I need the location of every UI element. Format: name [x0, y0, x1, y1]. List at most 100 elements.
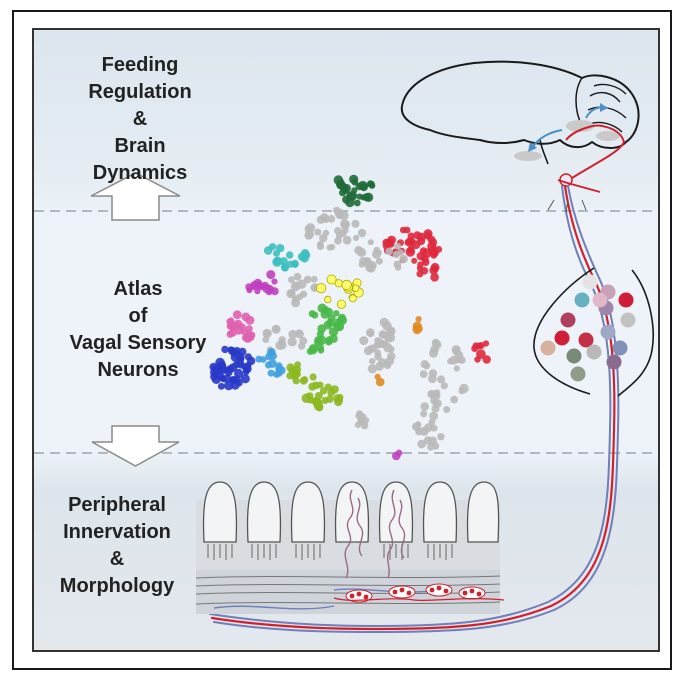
- label-line: Innervation: [63, 521, 171, 543]
- neuron-point-yellow: [348, 294, 357, 303]
- neuron-point-olive: [294, 361, 301, 369]
- neuron-point-dark-green: [353, 199, 361, 207]
- neuron-point-red: [476, 349, 486, 359]
- vagal-neuron-atlas-scatter: [209, 174, 491, 461]
- neuron-point-grey: [305, 223, 316, 233]
- neuron-point-grey: [450, 395, 459, 404]
- neuron-point-grey: [322, 229, 330, 237]
- neuron-point-red: [403, 226, 411, 234]
- ganglion-cell: [600, 324, 616, 340]
- neuron-point-magenta: [395, 449, 403, 457]
- neuron-point-grey: [287, 289, 295, 297]
- neuron-point-grey: [393, 260, 402, 269]
- ganglion-cell: [586, 344, 602, 360]
- neuron-point-pink: [226, 318, 234, 325]
- neuron-point-grey: [320, 213, 329, 222]
- neuron-point-grey: [452, 347, 461, 356]
- label-line: Vagal Sensory: [69, 332, 207, 354]
- neuron-point-green: [333, 310, 340, 317]
- neuron-point-pink: [234, 325, 244, 335]
- neuron-point-grey: [297, 279, 307, 289]
- neuron-point-grey: [375, 257, 383, 265]
- neuron-point-cyan: [291, 261, 299, 268]
- ganglion-cell: [540, 340, 556, 356]
- neuron-point-blue: [217, 382, 225, 390]
- brain-illustration: [400, 60, 640, 187]
- ganglion-cell: [554, 330, 570, 346]
- neuron-point-grey: [443, 406, 451, 413]
- down-arrow-icon: [91, 425, 180, 467]
- neuron-point-grey: [434, 389, 441, 396]
- neuron-point-grey: [440, 382, 448, 390]
- neuron-point-green: [325, 336, 334, 344]
- neuron-point-red: [428, 238, 438, 247]
- neuron-point-dark-green: [360, 194, 367, 201]
- neuron-point-green: [320, 310, 329, 319]
- neuron-point-grey: [432, 340, 442, 350]
- neuron-point-olive: [326, 395, 334, 403]
- neuron-point-olive: [294, 370, 301, 378]
- neuron-point-blue: [225, 369, 233, 377]
- neuron-point-red: [420, 267, 429, 275]
- neuron-point-grey: [372, 249, 381, 259]
- neuron-point-grey: [374, 337, 381, 344]
- neuron-point-light-blue: [269, 352, 277, 360]
- neuron-point-grey: [428, 374, 437, 384]
- neuron-point-red: [407, 245, 415, 254]
- up-arrow-icon: [90, 172, 181, 221]
- neuron-point-grey: [378, 330, 388, 339]
- label-line: Peripheral: [68, 494, 166, 516]
- brainstem-region: [566, 120, 594, 132]
- neuron-point-grey: [379, 317, 389, 328]
- neuron-point-pink: [228, 323, 237, 331]
- label-line: Feeding: [101, 54, 179, 76]
- neuron-point-grey: [431, 442, 440, 450]
- neuron-point-pink: [226, 330, 234, 338]
- neuron-point-grey: [455, 357, 462, 364]
- neuron-point-grey: [412, 422, 421, 432]
- label-line: Morphology: [59, 575, 175, 597]
- hypothalamus-region: [514, 151, 542, 161]
- neuron-point-grey: [316, 242, 325, 251]
- neuron-point-grey: [293, 272, 302, 281]
- neuron-point-grey: [342, 235, 352, 245]
- neuron-point-yellow: [336, 299, 347, 309]
- neuron-point-grey: [288, 276, 295, 284]
- neuron-point-grey: [420, 410, 428, 418]
- neuron-point-green: [308, 310, 316, 318]
- neuron-point-grey: [417, 439, 427, 449]
- intestinal-villi: [202, 481, 500, 543]
- neuron-point-dark-green: [355, 182, 363, 191]
- neuron-point-grey: [327, 215, 336, 223]
- neuron-point-grey: [271, 324, 281, 334]
- neuron-point-magenta: [270, 287, 279, 296]
- ganglion-cell: [582, 274, 598, 290]
- neuron-point-grey: [359, 336, 369, 346]
- neuron-point-grey: [419, 370, 428, 378]
- neuron-point-dark-green: [342, 183, 351, 193]
- neuron-point-cyan: [272, 257, 282, 267]
- neuron-point-grey: [387, 352, 396, 361]
- graphical-abstract-panel: Feeding Regulation & Brain Dynamics Atla…: [32, 28, 660, 652]
- neuron-point-grey: [341, 220, 350, 229]
- neuron-point-grey: [388, 346, 395, 353]
- ganglion-cell: [578, 332, 594, 348]
- neuron-point-light-blue: [268, 359, 277, 368]
- myenteric-ganglia: [333, 583, 505, 603]
- neuron-point-grey: [336, 232, 343, 240]
- neuron-point-grey: [437, 433, 445, 441]
- neuron-point-grey: [431, 404, 440, 413]
- section-label-atlas: Atlas of Vagal Sensory Neurons: [34, 276, 242, 384]
- neuron-point-pink: [245, 325, 253, 333]
- neuron-point-grey: [374, 352, 382, 361]
- neuron-point-magenta: [255, 282, 263, 290]
- intestine-tissue: [195, 481, 505, 614]
- neuron-point-grey: [296, 293, 303, 301]
- neuron-point-pink: [246, 331, 253, 338]
- neuron-point-grey: [329, 243, 336, 251]
- neuron-point-grey: [363, 346, 373, 356]
- neuron-point-red: [385, 238, 394, 247]
- neuron-point-dark-green: [342, 195, 351, 204]
- ganglion-cell: [570, 366, 586, 382]
- neuron-point-green: [306, 347, 314, 355]
